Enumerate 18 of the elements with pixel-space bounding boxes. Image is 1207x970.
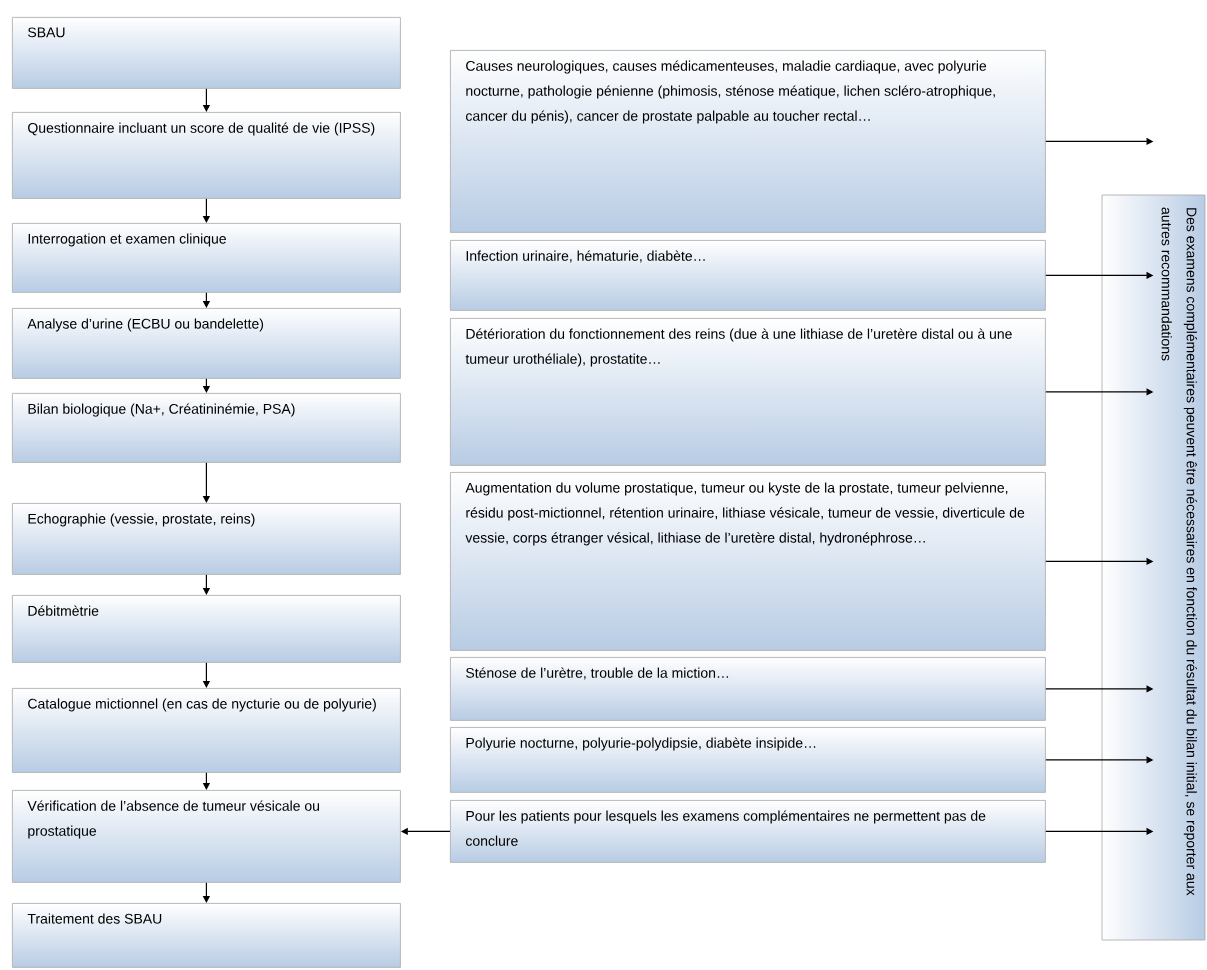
process-box: Analyse d’urine (ECBU ou bandelette) — [12, 308, 401, 379]
process-box: Catalogue mictionnel (en cas de nycturie ou de polyurie) — [12, 688, 401, 773]
process-box: Interrogation et examen clinique — [12, 223, 401, 293]
process-box: Polyurie nocturne, polyurie-polydipsie, diabète insipide… — [450, 727, 1046, 793]
process-box: Echographie (vessie, prostate, reins) — [12, 503, 401, 575]
process-box: SBAU — [12, 17, 401, 89]
process-box: Pour les patients pour lesquels les examens complémentaires ne permettent pas de conclure — [450, 800, 1046, 863]
process-box: Causes neurologiques, causes médicamenteuses, maladie cardiaque, avec polyurie nocturne, pathologie pénienne (phimosis, sténose méatique, lichen scléro-atrophique, cancer du pénis), cancer de prostate palpable au toucher rectal… — [450, 50, 1046, 233]
process-box: Bilan biologique (Na+, Créatininémie, PSA) — [12, 393, 401, 463]
process-box: Détérioration du fonctionnement des reins (due à une lithiase de l’uretère distal ou à une tumeur urothéliale), prostatite… — [450, 318, 1046, 466]
process-box: Vérification de l’absence de tumeur vésicale ou prostatique — [12, 790, 401, 883]
process-box: Débitmètrie — [12, 595, 401, 663]
process-box: Infection urinaire, hématurie, diabète… — [450, 240, 1046, 311]
side-box: Des examens complémentaires peuvent être nécessaires en fonction du résultat du bilan initial, se reporter aux autres recommandations — [1101, 194, 1206, 941]
process-box: Sténose de l’urètre, trouble de la miction… — [450, 657, 1046, 721]
process-box: Traitement des SBAU — [12, 903, 401, 968]
process-box: Augmentation du volume prostatique, tumeur ou kyste de la prostate, tumeur pelvienne, résidu post-mictionnel, rétention urinaire, lithiase vésicale, tumeur de vessie, diverticule de vessie, corps étranger vésical, lithiase de l’uretère distal, hydronéphrose… — [450, 472, 1046, 651]
process-box: Questionnaire incluant un score de qualité de vie (IPSS) — [12, 112, 401, 199]
